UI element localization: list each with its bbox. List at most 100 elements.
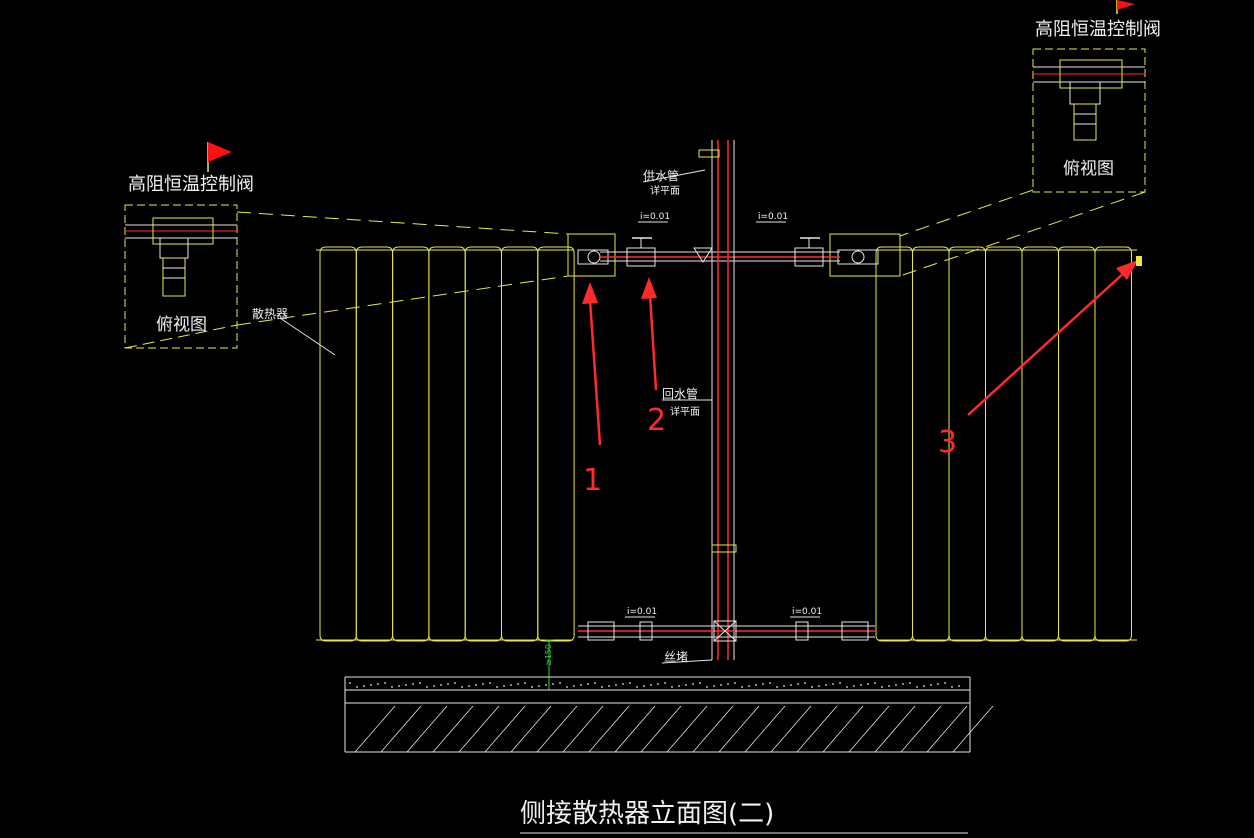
- floor-hatch: [900, 705, 942, 753]
- height-dimension: [545, 639, 553, 690]
- floor-aggregate: [461, 686, 463, 688]
- slope-annotations: [625, 221, 820, 618]
- floor-aggregate: [559, 682, 561, 684]
- floor-hatch: [354, 705, 396, 753]
- floor-aggregate: [384, 682, 386, 684]
- floor-aggregate: [440, 684, 442, 686]
- floor-hatch: [536, 705, 578, 753]
- floor-aggregate: [433, 685, 435, 687]
- radiator-column: [985, 246, 1023, 642]
- marker-3: 3: [938, 425, 957, 460]
- height-label: ≥150: [544, 644, 553, 666]
- floor-aggregate: [573, 685, 575, 687]
- floor-aggregate: [853, 685, 855, 687]
- radiator-column: [501, 246, 539, 642]
- floor-aggregate: [909, 682, 911, 684]
- radiator-column: [537, 246, 575, 642]
- radiator-column: [875, 246, 913, 642]
- floor-aggregate: [671, 686, 673, 688]
- floor-aggregate: [629, 682, 631, 684]
- drawing-title: 侧接散热器立面图(二): [520, 799, 774, 829]
- label-leaders: [279, 169, 713, 664]
- radiator-top-lines: [316, 249, 1137, 641]
- radiator-column: [319, 246, 357, 642]
- floor-aggregate: [902, 683, 904, 685]
- return-pipe: [578, 620, 875, 642]
- floor-hatch: [666, 705, 708, 753]
- radiator-column: [1058, 246, 1096, 642]
- floor-hatch: [744, 705, 786, 753]
- radiator-column: [1021, 246, 1059, 642]
- right-radiator: [875, 246, 1132, 642]
- floor-aggregate: [643, 685, 645, 687]
- floor-aggregate: [356, 686, 358, 688]
- floor-hatch: [614, 705, 656, 753]
- slope-label-return-left: i=0.01: [627, 607, 657, 617]
- floor-aggregate: [741, 686, 743, 688]
- floor-aggregate: [818, 685, 820, 687]
- red-flag-right: [1116, 0, 1135, 14]
- floor-hatch: [770, 705, 812, 753]
- floor-hatch: [718, 705, 760, 753]
- floor-aggregate: [811, 686, 813, 688]
- floor-aggregate: [881, 686, 883, 688]
- floor-aggregate: [398, 685, 400, 687]
- floor-aggregate: [839, 682, 841, 684]
- floor-aggregate: [496, 686, 498, 688]
- floor-hatch: [692, 705, 734, 753]
- radiator-column: [1094, 246, 1132, 642]
- floor-aggregate: [447, 683, 449, 685]
- radiator-label: 散热器: [252, 306, 288, 321]
- floor-aggregate: [720, 684, 722, 686]
- floor-aggregate: [601, 686, 603, 688]
- floor-aggregate: [832, 683, 834, 685]
- floor-hatch: [510, 705, 552, 753]
- floor-aggregate: [951, 686, 953, 688]
- marker-1: 1: [583, 463, 602, 498]
- floor-aggregate: [776, 686, 778, 688]
- floor-aggregate: [594, 682, 596, 684]
- floor-aggregate: [874, 682, 876, 684]
- floor-aggregate: [713, 685, 715, 687]
- floor-aggregate: [363, 685, 365, 687]
- floor-aggregate: [846, 686, 848, 688]
- floor-aggregate: [517, 683, 519, 685]
- floor-aggregate: [790, 684, 792, 686]
- floor-hatch: [796, 705, 838, 753]
- floor-aggregate: [727, 683, 729, 685]
- floor-hatch: [484, 705, 526, 753]
- floor-aggregate: [748, 685, 750, 687]
- floor-aggregate: [524, 682, 526, 684]
- floor-aggregate: [377, 683, 379, 685]
- slope-label-supply-left: i=0.01: [640, 212, 670, 222]
- floor-aggregate: [489, 682, 491, 684]
- floor-aggregate: [916, 686, 918, 688]
- floor-aggregate: [937, 683, 939, 685]
- floor-aggregate: [391, 686, 393, 688]
- floor-aggregate: [734, 682, 736, 684]
- floor-aggregate: [958, 685, 960, 687]
- floor-aggregate: [692, 683, 694, 685]
- floor-aggregate: [412, 683, 414, 685]
- left-valve-label: 高阻恒温控制阀: [128, 174, 254, 195]
- floor-aggregate: [587, 683, 589, 685]
- radiator-column: [464, 246, 502, 642]
- annotation-arrows: [582, 260, 1138, 446]
- floor-aggregate: [482, 683, 484, 685]
- floor-aggregate: [657, 683, 659, 685]
- left-valve-detail: [124, 204, 238, 349]
- floor-aggregate: [468, 685, 470, 687]
- right-valve-detail: [1032, 48, 1146, 193]
- floor-aggregate: [895, 684, 897, 686]
- floor-hatch: [458, 705, 500, 753]
- floor-aggregate: [503, 685, 505, 687]
- floor-hatch: [380, 705, 422, 753]
- floor-aggregate: [860, 684, 862, 686]
- floor-aggregate: [454, 682, 456, 684]
- floor-aggregate: [699, 682, 701, 684]
- plug-label: 丝堵: [664, 650, 688, 664]
- floor-aggregate: [552, 683, 554, 685]
- radiator-column: [428, 246, 466, 642]
- supply-pipe-sub: 详平面: [650, 184, 680, 197]
